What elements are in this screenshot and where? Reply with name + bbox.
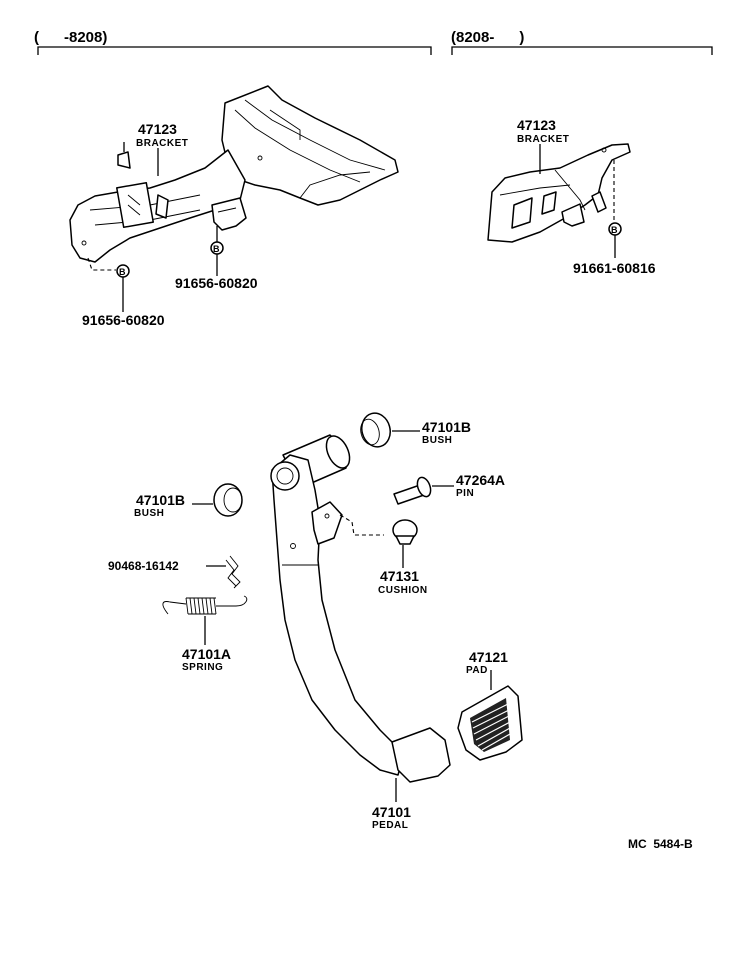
pedal-number: 47101 <box>372 804 411 820</box>
clip-drawing <box>225 555 241 589</box>
range-header-right-text: (8208- ) <box>451 29 524 46</box>
callout-spring: 47101A SPRING <box>182 616 231 673</box>
range-header-left-text: ( -8208) <box>34 29 107 46</box>
callout-bracket-left: 47123 BRACKET <box>136 121 188 176</box>
range-header-right: (8208- ) <box>451 29 713 55</box>
bolt-left-lower-dashed-leader <box>87 257 116 271</box>
bolt-left-lower-number: 91656-60820 <box>82 312 165 328</box>
pad-number: 47121 <box>469 649 508 665</box>
pin-name: PIN <box>456 488 474 499</box>
clip-number: 90468-16142 <box>108 559 179 573</box>
bush-left-number: 47101B <box>136 492 185 508</box>
callout-bolt-left-lower: B 91656-60820 <box>82 257 165 328</box>
bush-top-drawing <box>360 412 391 448</box>
cushion-number: 47131 <box>380 568 419 584</box>
callout-bush-left: 47101B BUSH <box>134 492 213 519</box>
callout-pedal: 47101 PEDAL <box>372 778 411 831</box>
bush-left-drawing <box>213 483 243 517</box>
cushion-dashed-leader <box>339 514 384 536</box>
spring-drawing <box>162 595 248 615</box>
pedal-drawing <box>270 434 451 783</box>
bush-top-name: BUSH <box>422 435 452 446</box>
bracket-left-name: BRACKET <box>136 138 188 149</box>
bracket-left-number: 47123 <box>138 121 177 137</box>
cushion-drawing <box>339 514 418 545</box>
cushion-name: CUSHION <box>378 585 428 596</box>
bolt-right-number: 91661-60816 <box>573 260 656 276</box>
range-header-left: ( -8208) <box>34 29 432 55</box>
callout-bolt-right: B 91661-60816 <box>573 160 656 276</box>
callout-pad: 47121 PAD <box>466 649 508 690</box>
callout-cushion: 47131 CUSHION <box>378 545 428 596</box>
bracket-assembly-left <box>69 85 399 263</box>
bush-top-number: 47101B <box>422 419 471 435</box>
bolt-left-upper-number: 91656-60820 <box>175 275 258 291</box>
pad-name: PAD <box>466 665 488 676</box>
bolt-left-upper-marker: B <box>213 244 220 254</box>
pad-drawing <box>457 685 523 761</box>
callout-bracket-right: 47123 BRACKET <box>517 117 569 174</box>
spring-name: SPRING <box>182 662 223 673</box>
pin-drawing <box>393 476 432 505</box>
bracket-right-name: BRACKET <box>517 134 569 145</box>
callout-pin: 47264A PIN <box>432 472 505 499</box>
callout-bush-top: 47101B BUSH <box>392 419 471 446</box>
callout-clip: 90468-16142 <box>108 559 226 573</box>
bolt-right-marker: B <box>611 225 618 235</box>
bolt-left-lower-marker: B <box>119 267 126 277</box>
bracket-right-number: 47123 <box>517 117 556 133</box>
spring-number: 47101A <box>182 646 231 662</box>
callout-bolt-left-upper: B 91656-60820 <box>175 226 258 291</box>
range-bracket-right-line <box>451 46 713 55</box>
pin-number: 47264A <box>456 472 505 488</box>
figure-code: MC 5484-B <box>628 837 693 851</box>
pedal-name: PEDAL <box>372 820 408 831</box>
bush-left-name: BUSH <box>134 508 164 519</box>
bracket-assembly-right <box>487 143 631 243</box>
range-bracket-left-line <box>37 46 432 55</box>
